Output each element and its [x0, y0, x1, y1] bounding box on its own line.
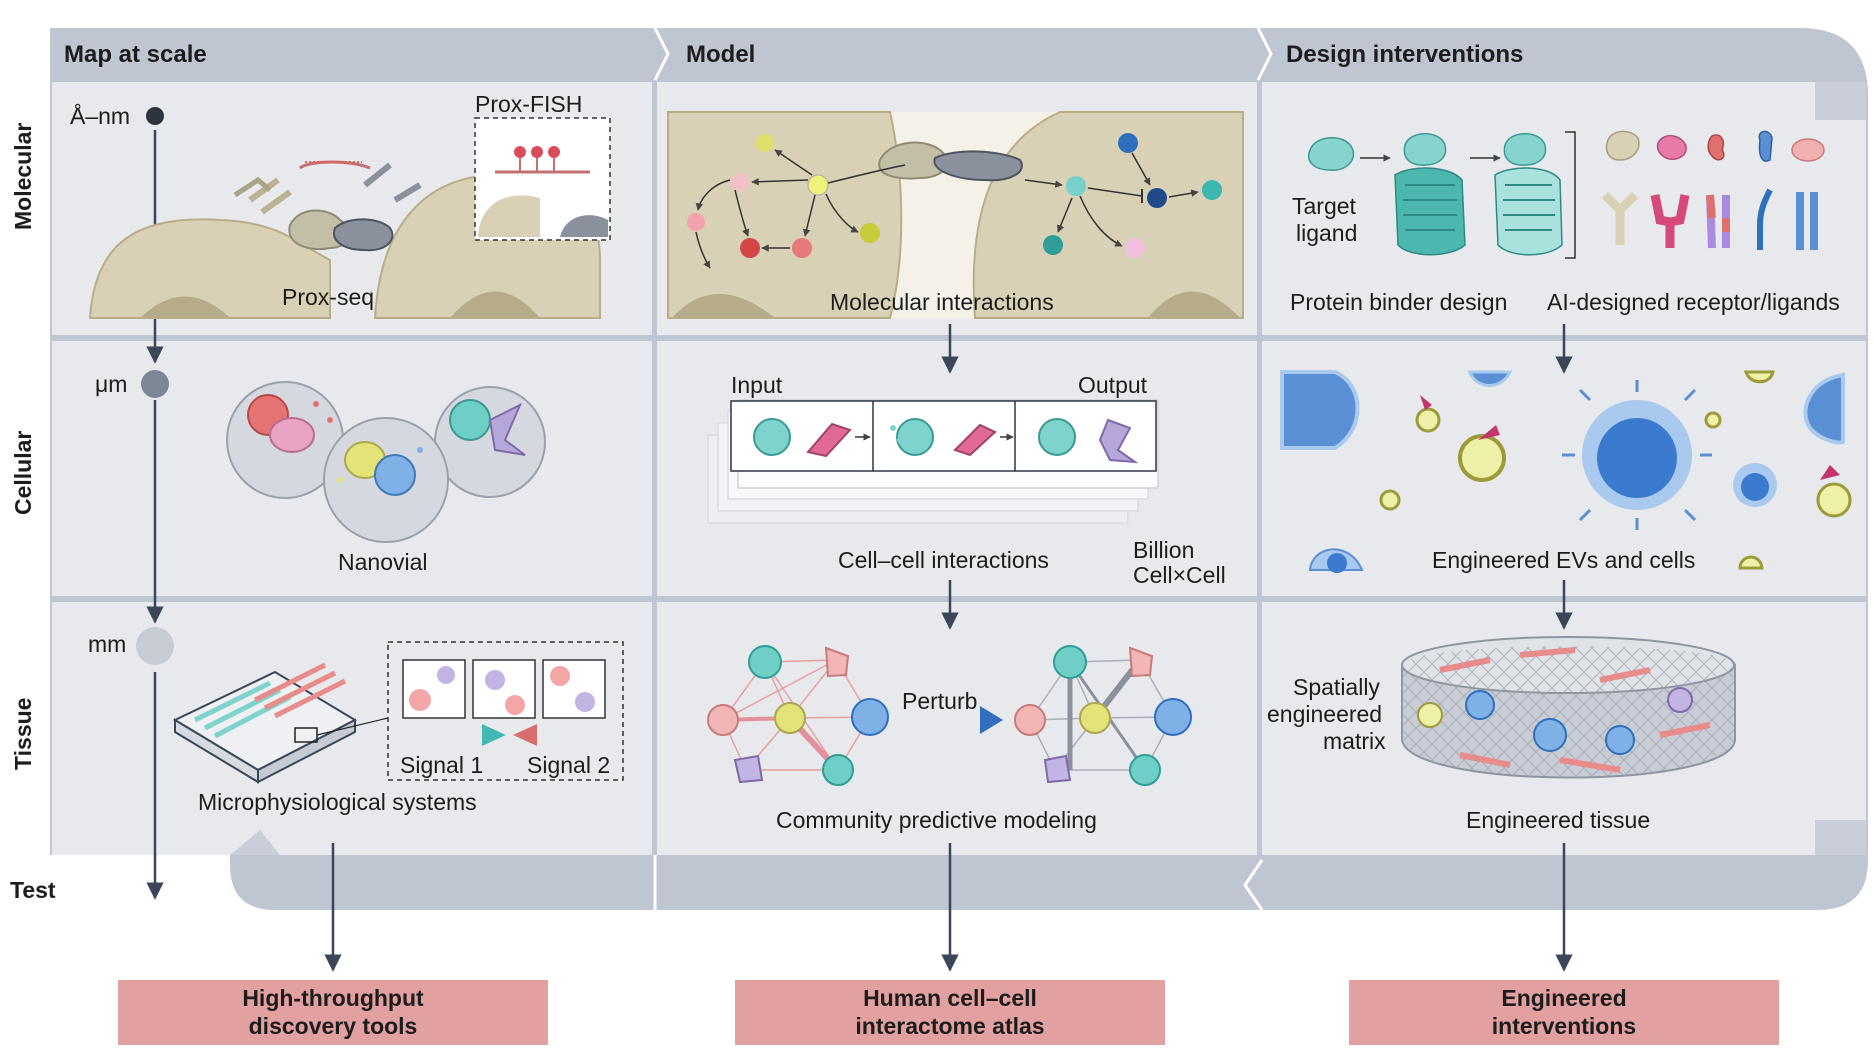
outcome-box-discovery-tools: High-throughput discovery tools	[118, 980, 548, 1045]
header-design-interventions: Design interventions	[1286, 41, 1523, 68]
label-protein-binder-design: Protein binder design	[1290, 289, 1507, 315]
outcome-box-engineered-interventions: Engineered interventions	[1349, 980, 1779, 1045]
ai-designed-receptors-illustration	[1601, 130, 1825, 250]
label-prox-seq: Prox-seq	[282, 284, 374, 310]
label-output: Output	[1078, 372, 1148, 398]
label-cell-cell-interactions: Cell–cell interactions	[838, 547, 1049, 573]
label-community-predictive-modeling: Community predictive modeling	[776, 807, 1097, 833]
community-network-illustration	[707, 645, 1192, 786]
label-signal-1: Signal 1	[400, 752, 483, 778]
scale-dot-mm	[136, 627, 174, 665]
outcome-3-line-2: interventions	[1492, 1013, 1636, 1039]
label-nanovial: Nanovial	[338, 549, 428, 575]
nanovial-illustration	[226, 381, 546, 543]
mps-chip-illustration	[172, 662, 389, 784]
molecular-interactions-illustration	[667, 111, 1244, 319]
row-label-tissue: Tissue	[10, 698, 36, 770]
label-input: Input	[731, 372, 783, 398]
label-signal-2: Signal 2	[527, 752, 610, 778]
outcome-1-line-1: High-throughput	[242, 985, 424, 1011]
engineered-tissue-illustration	[1401, 636, 1736, 779]
outcome-1-line-2: discovery tools	[249, 1013, 418, 1039]
outcome-box-interactome-atlas: Human cell–cell interactome atlas	[735, 980, 1165, 1045]
label-billion: Billion	[1133, 537, 1194, 563]
label-target: Target	[1292, 193, 1357, 219]
row-label-test: Test	[10, 877, 56, 903]
scale-label-um: μm	[95, 371, 127, 397]
prox-fish-inset	[474, 117, 611, 241]
label-engineered-tissue: Engineered tissue	[1466, 807, 1650, 833]
outcome-2-line-1: Human cell–cell	[863, 985, 1037, 1011]
engineered-evs-illustration	[1280, 370, 1852, 573]
header-model: Model	[686, 41, 755, 68]
label-molecular-interactions: Molecular interactions	[830, 289, 1054, 315]
header-map-at-scale: Map at scale	[64, 41, 207, 68]
label-ligand: ligand	[1296, 220, 1357, 246]
outcome-3-line-1: Engineered	[1501, 985, 1626, 1011]
row-label-cellular: Cellular	[10, 431, 36, 515]
label-matrix: matrix	[1323, 728, 1386, 754]
outcome-2-line-2: interactome atlas	[855, 1013, 1044, 1039]
label-ai-designed-receptors: AI-designed receptor/ligands	[1547, 289, 1840, 315]
label-cell-x-cell: Cell×Cell	[1133, 562, 1226, 588]
scale-label-nm: Å–nm	[70, 102, 130, 129]
label-prox-fish: Prox-FISH	[475, 91, 582, 117]
label-engineered-evs: Engineered EVs and cells	[1432, 547, 1695, 573]
mps-zoom-inset	[387, 641, 624, 781]
label-spatially: Spatially	[1293, 674, 1380, 700]
label-perturb: Perturb	[902, 688, 977, 714]
scale-axis	[136, 107, 174, 900]
prox-seq-illustration	[88, 160, 601, 319]
scale-dot-nm	[146, 107, 164, 125]
scale-label-mm: mm	[88, 631, 126, 657]
cell-cell-interactions-illustration	[707, 399, 1159, 524]
label-microphysiological-systems: Microphysiological systems	[198, 789, 477, 815]
protein-binder-illustration	[1308, 131, 1576, 259]
row-label-molecular: Molecular	[10, 123, 36, 230]
label-engineered: engineered	[1267, 701, 1382, 727]
scale-dot-um	[141, 370, 169, 398]
